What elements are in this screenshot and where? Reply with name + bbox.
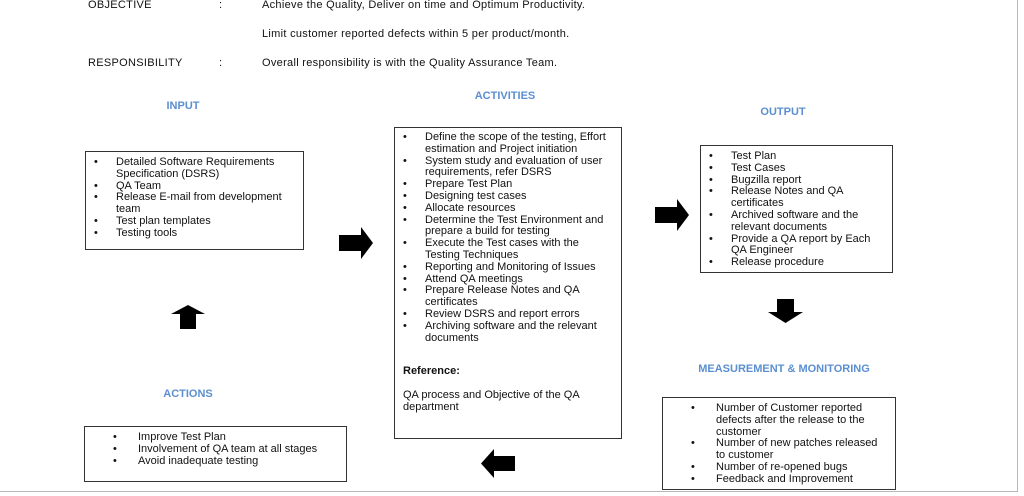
activities-list-item: System study and evaluation of user requ…	[403, 155, 615, 180]
input-list-item: Release E-mail from development team	[94, 192, 297, 216]
activities-list-item: Reporting and Monitoring of Issues	[403, 261, 615, 274]
measurement-list-item: Feedback and Improvement	[691, 473, 887, 486]
activities-list-item: Archiving software and the relevant docu…	[403, 320, 615, 345]
measurement-list-item: Number of Customer reported defects afte…	[691, 402, 887, 438]
output-list-item: Release procedure	[709, 256, 886, 269]
actions-list: Improve Test PlanInvolvement of QA team …	[113, 431, 340, 468]
actions-box: Improve Test PlanInvolvement of QA team …	[84, 426, 347, 482]
responsibility-text: Overall responsibility is with the Quali…	[262, 57, 558, 69]
activities-list-item: Prepare Release Notes and QA certificate…	[403, 285, 615, 309]
responsibility-colon: :	[219, 57, 223, 69]
input-list: Detailed Software Requirements Specifica…	[94, 156, 297, 240]
measurement-list-item: Number of re-opened bugs	[691, 461, 887, 474]
output-list-item: Test Cases	[709, 162, 886, 175]
input-list-item: QA Team	[94, 180, 297, 193]
objective-line-2: Limit customer reported defects within 5…	[262, 28, 570, 40]
activities-heading: ACTIVITIES	[474, 90, 536, 102]
activities-list-item: Define the scope of the testing, Effort …	[403, 131, 615, 156]
objective-label: OBJECTIVE	[88, 0, 152, 11]
reference-label: Reference:	[403, 365, 460, 378]
actions-list-item: Involvement of QA team at all stages	[113, 443, 340, 456]
input-list-item: Detailed Software Requirements Specifica…	[94, 156, 297, 181]
arrow-left-icon	[481, 449, 515, 478]
activities-list-item: Designing test cases	[403, 190, 615, 203]
input-box: Detailed Software Requirements Specifica…	[85, 151, 304, 250]
arrow-right-icon	[655, 199, 689, 231]
measurement-box: Number of Customer reported defects afte…	[662, 397, 896, 490]
responsibility-label: RESPONSIBILITY	[88, 57, 183, 69]
objective-colon: :	[219, 0, 223, 11]
actions-heading: ACTIONS	[163, 388, 213, 400]
measurement-list-item: Number of new patches released to custom…	[691, 438, 887, 462]
actions-list-item: Avoid inadequate testing	[113, 455, 340, 468]
output-list-item: Test Plan	[709, 150, 886, 163]
activities-list-item: Execute the Test cases with the Testing …	[403, 237, 615, 262]
output-list: Test PlanTest CasesBugzilla reportReleas…	[709, 150, 886, 269]
output-list-item: Archived software and the relevant docum…	[709, 209, 886, 234]
output-box: Test PlanTest CasesBugzilla reportReleas…	[700, 145, 893, 273]
output-list-item: Bugzilla report	[709, 174, 886, 187]
actions-list-item: Improve Test Plan	[113, 431, 340, 444]
arrow-right-icon	[339, 227, 373, 259]
input-list-item: Test plan templates	[94, 215, 297, 228]
output-list-item: Provide a QA report by Each QA Engineer	[709, 233, 886, 258]
activities-list: Define the scope of the testing, Effort …	[403, 131, 615, 345]
activities-list-item: Review DSRS and report errors	[403, 308, 615, 321]
activities-list-item: Determine the Test Environment and prepa…	[403, 214, 615, 239]
activities-box: Define the scope of the testing, Effort …	[394, 127, 622, 439]
arrow-down-icon	[768, 299, 803, 323]
reference-text: QA process and Objective of the QA depar…	[403, 389, 580, 413]
measurement-heading: MEASUREMENT & MONITORING	[698, 363, 870, 375]
input-list-item: Testing tools	[94, 227, 297, 240]
measurement-list: Number of Customer reported defects afte…	[691, 402, 887, 486]
activities-list-item: Attend QA meetings	[403, 273, 615, 286]
activities-list-item: Prepare Test Plan	[403, 178, 615, 191]
output-list-item: Release Notes and QA certificates	[709, 186, 886, 210]
objective-line-1: Achieve the Quality, Deliver on time and…	[262, 0, 586, 11]
arrow-up-icon	[171, 305, 205, 329]
activities-list-item: Allocate resources	[403, 202, 615, 215]
output-heading: OUTPUT	[760, 106, 806, 118]
input-heading: INPUT	[166, 100, 200, 112]
